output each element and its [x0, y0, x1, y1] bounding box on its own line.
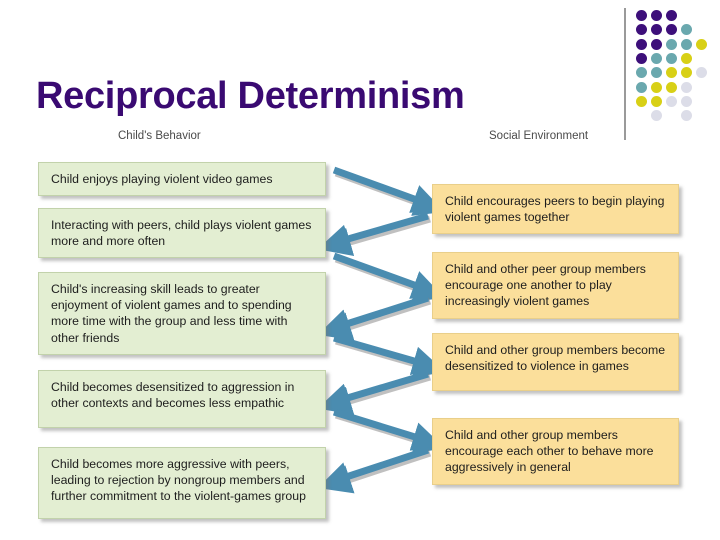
logo-dot	[681, 38, 692, 50]
behavior-box-text: Child's increasing skill leads to greate…	[51, 282, 292, 345]
logo-dot	[666, 10, 677, 21]
logo-dot	[696, 38, 707, 50]
column-heading-social-environment: Social Environment	[489, 130, 589, 142]
logo-divider-rule	[624, 8, 626, 140]
column-heading-childs-behavior: Child's Behavior	[118, 130, 201, 142]
arrow-to-env-3	[333, 334, 445, 379]
behavior-box-1: Child enjoys playing violent video games	[38, 162, 326, 197]
logo-dot	[651, 95, 662, 107]
arrow-to-behavior-5	[320, 446, 432, 494]
environment-box-text: Child and other group members encourage …	[445, 428, 654, 475]
logo-dot	[651, 38, 662, 50]
arrow-to-env-2	[332, 252, 444, 302]
logo-dot	[666, 95, 677, 107]
environment-box-text: Child encourages peers to begin playing …	[445, 194, 665, 225]
logo-dot	[636, 95, 647, 107]
logo-dot	[651, 10, 662, 21]
logo-dot	[636, 38, 647, 50]
page-title: Reciprocal Determinism	[36, 75, 465, 118]
behavior-box-4: Child becomes desensitized to aggression…	[38, 370, 326, 428]
environment-box-1: Child encourages peers to begin playing …	[432, 184, 679, 235]
logo-dot	[636, 10, 647, 21]
logo-dot	[636, 67, 647, 79]
logo-dot	[681, 67, 692, 79]
logo-dot	[681, 110, 692, 122]
logo-dot	[666, 24, 677, 36]
arrow-to-behavior-4	[319, 370, 431, 415]
logo-dot	[651, 67, 662, 79]
logo-dot	[636, 52, 647, 64]
logo-dot-grid	[618, 0, 720, 145]
environment-box-3: Child and other group members become des…	[432, 333, 679, 391]
behavior-box-text: Child becomes more aggressive with peers…	[51, 457, 306, 504]
logo-dot	[681, 95, 692, 107]
logo-dot	[681, 81, 692, 93]
logo-dot	[636, 24, 647, 36]
arrow-to-env-1	[332, 166, 444, 216]
environment-box-4: Child and other group members encourage …	[432, 418, 679, 485]
arrow-to-env-4	[332, 408, 445, 454]
behavior-box-text: Interacting with peers, child plays viol…	[51, 218, 312, 249]
logo-dot	[651, 52, 662, 64]
logo-dot	[666, 81, 677, 93]
arrow-to-behavior-2	[319, 212, 431, 257]
environment-box-text: Child and other group members become des…	[445, 343, 666, 374]
logo-dot	[636, 81, 647, 93]
arrow-to-behavior-3	[319, 294, 432, 341]
arrow-group	[319, 166, 445, 494]
behavior-box-text: Child enjoys playing violent video games	[51, 172, 273, 186]
logo-dot	[681, 52, 692, 64]
logo-dot	[666, 67, 677, 79]
logo-dot	[651, 110, 662, 122]
behavior-box-text: Child becomes desensitized to aggression…	[51, 380, 295, 411]
behavior-box-3: Child's increasing skill leads to greate…	[38, 272, 326, 355]
environment-box-2: Child and other peer group members encou…	[432, 252, 679, 319]
environment-box-text: Child and other peer group members encou…	[445, 262, 646, 309]
logo-dot	[696, 67, 707, 79]
behavior-box-2: Interacting with peers, child plays viol…	[38, 208, 326, 259]
behavior-box-5: Child becomes more aggressive with peers…	[38, 447, 326, 519]
logo-dot	[666, 52, 677, 64]
logo-dot	[651, 24, 662, 36]
logo-dot	[666, 38, 677, 50]
logo-dot	[651, 81, 662, 93]
logo-dot	[681, 24, 692, 36]
